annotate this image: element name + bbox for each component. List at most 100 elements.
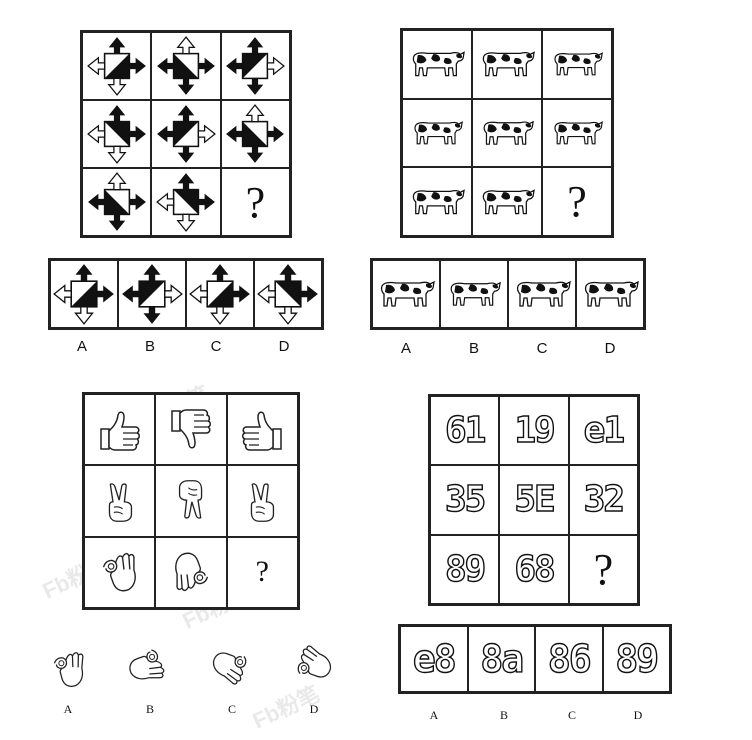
grid-cell (155, 536, 227, 608)
segment-number: 19 (514, 409, 557, 452)
grid-cell (82, 32, 152, 100)
cow-icon (511, 274, 573, 314)
cow-icon (446, 275, 502, 313)
option-label: C (567, 708, 576, 722)
option-label: D (278, 338, 290, 355)
arrow-square-icon (86, 35, 148, 97)
grid-cell (82, 100, 152, 168)
cows-options (370, 258, 646, 330)
cow-icon (479, 114, 535, 152)
arrow-square-icon (86, 171, 148, 233)
grid-cell (226, 465, 298, 537)
question-mark: ? (255, 555, 269, 589)
segment-number: 5E (514, 479, 557, 521)
option-label: B (144, 338, 155, 355)
option-label: A (63, 702, 73, 716)
question-cell: ? (226, 536, 298, 608)
grid-cell (155, 394, 227, 466)
option-label: B (145, 702, 154, 716)
cow-icon (580, 274, 640, 314)
grid-cell (82, 168, 152, 236)
thumbs-up-icon (95, 405, 145, 455)
option-d[interactable] (576, 260, 644, 328)
ok-hand-icon (162, 543, 221, 602)
arrow-square-icon (188, 262, 252, 326)
cow-icon (408, 182, 466, 222)
option-label: D (309, 702, 319, 716)
option-b[interactable] (440, 260, 508, 328)
grid-cell (151, 32, 221, 100)
grid-cell (542, 30, 612, 99)
option-a[interactable] (50, 260, 118, 328)
segment-number: e8 (412, 636, 457, 681)
segment-number: 35 (444, 479, 487, 521)
cow-icon (478, 44, 536, 84)
grid-cell (402, 98, 472, 168)
cow-icon (376, 274, 436, 314)
grid-cell (220, 32, 290, 100)
option-label: D (633, 708, 643, 722)
thumbs-up-icon (237, 405, 287, 455)
option-label: A (429, 708, 439, 722)
option-a[interactable]: e8 (400, 626, 468, 692)
arrow-square-icon (224, 103, 286, 165)
option-d[interactable] (254, 260, 322, 328)
grid-cell (84, 394, 156, 466)
question-cell: ? (568, 534, 638, 604)
segment-number: 61 (444, 409, 487, 452)
segment-number: 89 (615, 636, 660, 681)
thumbs-down-icon (166, 405, 216, 455)
cow-icon (550, 45, 604, 83)
option-b[interactable]: 8a (467, 626, 535, 692)
question-mark: ? (593, 544, 614, 594)
arrow-square-icon (224, 35, 286, 97)
arrow-square-icon (155, 35, 217, 97)
option-label: C (210, 338, 222, 355)
grid-cell (155, 465, 227, 537)
ok-hand-icon (90, 543, 149, 602)
option-c[interactable] (508, 260, 576, 328)
segment-number: e1 (583, 409, 626, 452)
option-a[interactable] (372, 260, 440, 328)
cows-grid: ? (400, 28, 614, 238)
arrow-square-icon (155, 103, 217, 165)
option-b[interactable] (118, 260, 186, 328)
grid-cell: 19 (499, 396, 569, 466)
option-d[interactable]: 89 (602, 626, 670, 692)
ok-hand-icon[interactable] (119, 636, 174, 694)
arrow-square-icon (155, 171, 217, 233)
grid-cell (472, 30, 542, 99)
option-label: A (400, 340, 411, 357)
victory-hand-icon (240, 477, 284, 525)
option-label: A (76, 338, 87, 355)
option-label: D (604, 340, 616, 357)
grid-cell: 5E (499, 465, 569, 535)
grid-cell: 61 (430, 396, 500, 466)
digits-grid: 61 19 e1 35 5E 32 89 68 ? (428, 394, 640, 606)
segment-number: 8a (480, 636, 525, 681)
segment-number: 86 (547, 636, 592, 681)
question-mark: ? (245, 177, 266, 227)
arrow-square-icon (86, 103, 148, 165)
ok-hand-icon[interactable] (203, 636, 258, 694)
segment-number: 89 (444, 548, 487, 590)
option-label: B (499, 708, 508, 722)
arrows-options (48, 258, 324, 330)
grid-cell: 89 (430, 534, 500, 604)
question-cell: ? (220, 168, 290, 236)
victory-hand-icon (98, 477, 142, 525)
arrow-square-icon (52, 262, 116, 326)
segment-number: 68 (514, 548, 557, 590)
ok-hand-icon[interactable] (43, 643, 94, 694)
arrow-square-icon (120, 262, 184, 326)
cow-icon (408, 44, 466, 84)
victory-hand-icon (169, 477, 213, 525)
option-label: C (536, 340, 548, 357)
option-c[interactable]: 86 (535, 626, 603, 692)
arrows-grid: ? (80, 30, 292, 238)
grid-cell (226, 394, 298, 466)
question-mark: ? (567, 177, 587, 227)
option-label: C (227, 702, 236, 716)
grid-cell (84, 536, 156, 608)
option-c[interactable] (186, 260, 254, 328)
